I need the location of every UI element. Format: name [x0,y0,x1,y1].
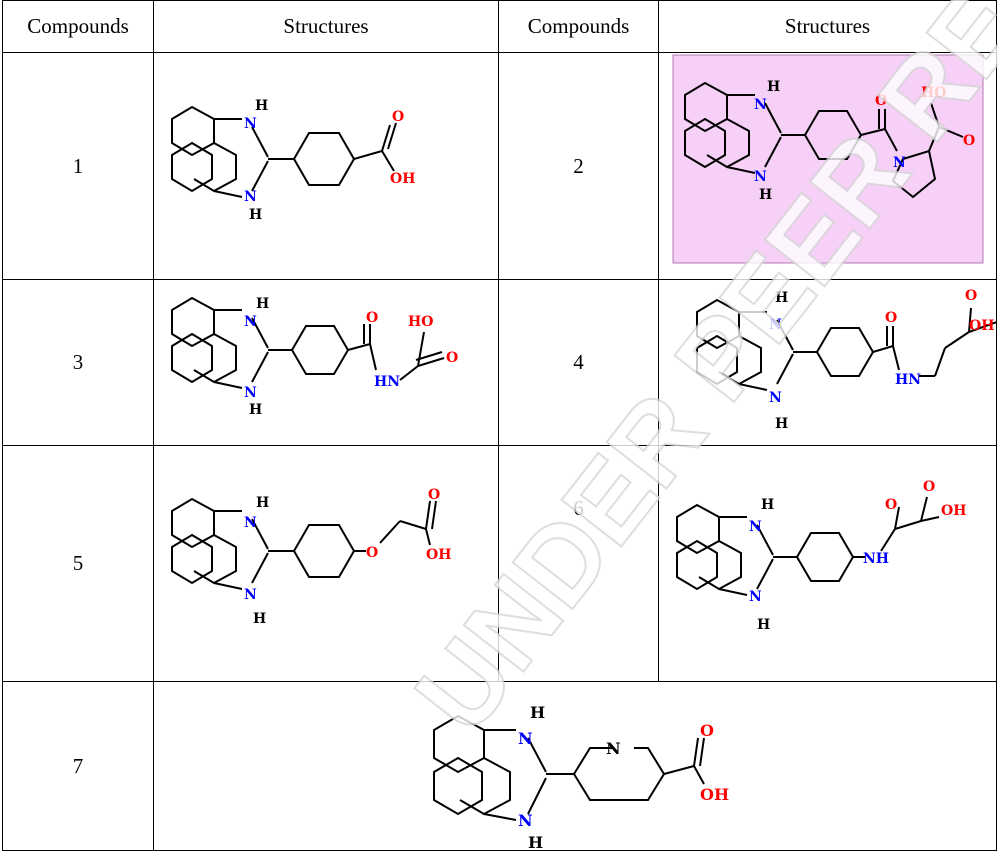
atom-n-bottom: N [244,587,257,603]
atom-h-top: H [761,497,774,513]
atom-ho: HO [921,85,946,101]
table-row: 5 [2,445,997,682]
atom-n-bottom: N [244,385,257,401]
atom-hn: HN [895,372,921,388]
header-structures-2: Structures [658,0,997,53]
header-structures-1: Structures [153,0,499,53]
atom-o: O [392,109,404,125]
atom-n-bottom: N [769,390,782,406]
atom-o-amide: O [366,310,378,326]
molecule-4-drawing: N H N H O HN O OH [696,288,997,432]
structure-compound-5: N H N H O O OH [153,445,499,682]
atom-h-bottom: H [249,402,262,418]
atom-ho: HO [408,314,433,330]
compound-id-1: 1 [2,52,154,280]
atom-h-bottom: H [757,617,770,633]
table-row: 7 N [2,681,997,851]
structure-compound-6: N H N H NH O O OH [658,445,997,682]
molecule-7-drawing: N H N H N O OH [433,703,729,850]
header-row: Compounds Structures Compounds Structure… [2,0,997,53]
atom-n-top: N [769,317,782,333]
compound-id-6: 6 [498,445,659,682]
atom-o-ether: O [366,545,378,561]
atom-oh: OH [700,785,729,804]
atom-h-top: H [767,79,780,95]
atom-o-amide: O [885,310,897,326]
atom-oh: OH [390,171,415,187]
header-compounds-2: Compounds [498,0,659,53]
atom-h-top: H [530,703,545,722]
atom-n-top: N [518,729,533,748]
atom-oh: OH [426,547,451,563]
compound-id-3: 3 [2,279,154,446]
atom-o-acid: O [963,133,975,149]
atom-h-bottom: H [528,833,543,850]
atom-o-amide: O [885,497,897,513]
atom-o-carbonyl: O [875,93,887,109]
atom-h-top: H [256,296,269,312]
atom-hn: HN [374,374,400,390]
structure-compound-1: N H N H O OH [153,52,499,280]
atom-oh: OH [969,318,994,334]
atom-oh: OH [941,503,966,519]
compound-id-2: 2 [498,52,659,280]
structure-compound-2: N H N H O N HO O [658,52,997,280]
atom-n-top: N [754,97,767,113]
structure-compound-4: N H N H O HN O OH [658,279,997,446]
atom-o-acid: O [965,288,977,304]
atom-o-acid: O [428,487,440,503]
compound-id-7: 7 [2,681,154,851]
molecule-6-drawing: N H N H NH O O OH [676,479,966,633]
molecule-2-drawing: N H N H O N HO O [672,54,984,264]
atom-n-bottom: N [749,589,762,605]
atom-o-acid: O [700,721,714,740]
header-compounds-1: Compounds [2,0,154,53]
atom-nh: NH [863,551,889,567]
molecule-5-drawing: N H N H O O OH [171,487,451,627]
atom-h-bottom: H [253,611,266,627]
atom-n-pyridine: N [606,739,621,758]
structure-compound-7: N H N H N O OH [153,681,997,851]
table-row: 1 N [2,52,997,280]
atom-h-bottom: H [759,187,772,203]
atom-n-bottom: N [754,169,767,185]
atom-n-top: N [244,314,257,330]
atom-n-top: N [244,515,257,531]
structure-compound-3: N H N H O HN HO O [153,279,499,446]
atom-h-top: H [775,290,788,306]
molecule-1-drawing: N H N H O OH [171,98,415,223]
compound-id-4: 4 [498,279,659,446]
atom-n-bottom: N [518,811,533,830]
atom-n-pyrrole: N [893,155,906,171]
compound-id-5: 5 [2,445,154,682]
molecule-3-drawing: N H N H O HN HO O [171,296,458,418]
atom-n-top: N [749,519,762,535]
atom-n-bottom: N [244,189,257,205]
atom-n-top: N [244,116,257,132]
atom-h-bottom: H [249,207,262,223]
atom-h-bottom: H [775,416,788,432]
atom-h-top: H [255,98,268,114]
atom-o-acid: O [923,479,935,495]
atom-o-acid: O [446,350,458,366]
table-row: 3 [2,279,997,446]
atom-h-top: H [256,495,269,511]
